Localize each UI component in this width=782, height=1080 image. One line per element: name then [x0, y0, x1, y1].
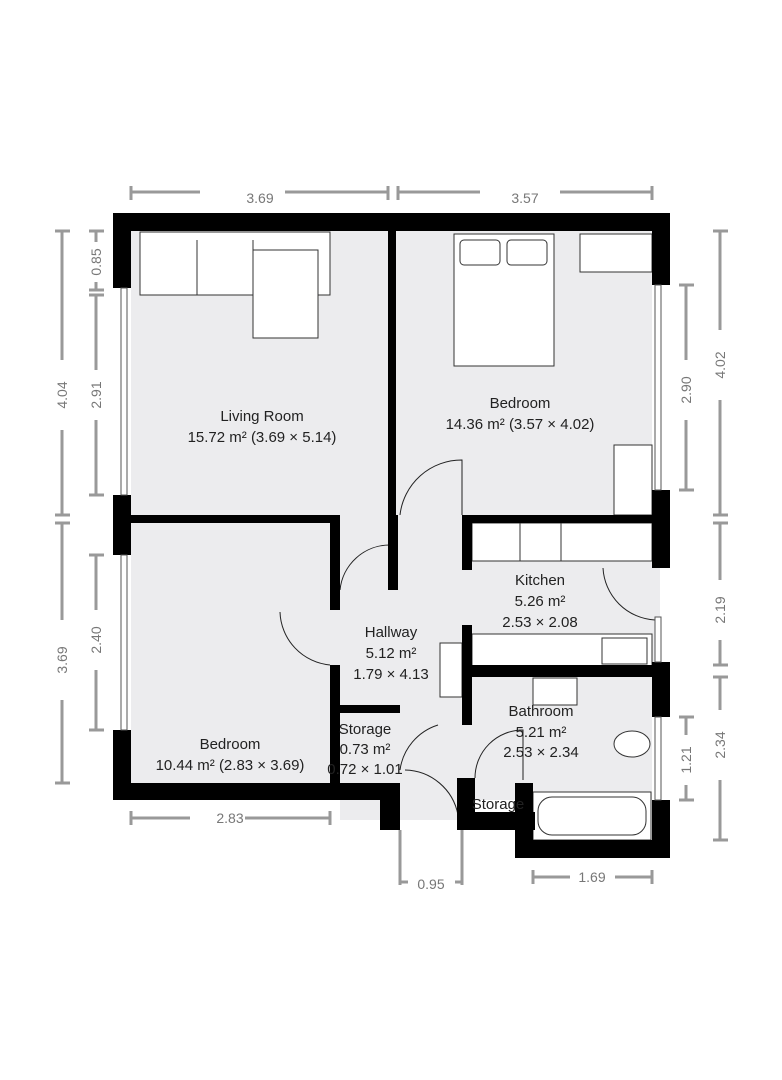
- storage-1-name: Storage: [339, 721, 392, 738]
- bedroom-2-name: Bedroom: [200, 736, 261, 753]
- kitchen-sink: [601, 637, 648, 665]
- hallway-dims: 1.79 × 4.13: [353, 666, 428, 683]
- dimension-lines: [55, 186, 728, 885]
- kitchen-counter-top: [471, 522, 653, 562]
- dim-left-404: 4.04: [54, 381, 70, 408]
- living-room-area: 15.72 m² (3.69 × 5.14): [188, 429, 337, 446]
- dim-left-240: 2.40: [88, 626, 104, 653]
- doors: [279, 459, 656, 816]
- dim-left-291: 2.91: [88, 381, 104, 408]
- dim-right-219: 2.19: [712, 596, 728, 623]
- stove: [519, 522, 562, 562]
- windows: [120, 284, 662, 801]
- dim-bottom-169: 1.69: [578, 869, 605, 885]
- bedroom-1-name: Bedroom: [490, 395, 551, 412]
- hallway-name: Hallway: [365, 624, 418, 641]
- bathroom-sink: [532, 677, 578, 706]
- dim-right-234: 2.34: [712, 731, 728, 758]
- dim-top-left: 3.69: [246, 190, 273, 206]
- dim-bottom-283: 2.83: [216, 810, 243, 826]
- toilet: [613, 730, 651, 758]
- kitchen-area: 5.26 m²: [515, 593, 566, 610]
- dim-right-402: 4.02: [712, 351, 728, 378]
- dim-left-369: 3.69: [54, 646, 70, 673]
- dim-bottom-095: 0.95: [417, 876, 444, 892]
- dim-right-121: 1.21: [678, 746, 694, 773]
- storage-1-area: 0.73 m²: [340, 741, 391, 758]
- furniture: [139, 231, 653, 841]
- dim-left-085: 0.85: [88, 248, 104, 275]
- kitchen-name: Kitchen: [515, 572, 565, 589]
- bathroom-area: 5.21 m²: [516, 724, 567, 741]
- sofa-chaise: [252, 249, 319, 339]
- desk: [613, 444, 653, 516]
- bathroom-dims: 2.53 × 2.34: [503, 744, 578, 761]
- dim-top-right: 3.57: [511, 190, 538, 206]
- bath-tub: [537, 796, 647, 836]
- dim-right-290: 2.90: [678, 376, 694, 403]
- wardrobe: [579, 233, 653, 273]
- cabinet: [439, 642, 463, 698]
- bedroom-2-area: 10.44 m² (2.83 × 3.69): [156, 757, 305, 774]
- living-room-name: Living Room: [220, 408, 303, 425]
- walls: [113, 213, 670, 858]
- storage-2-name: Storage: [472, 796, 525, 813]
- bathroom-name: Bathroom: [508, 703, 573, 720]
- hallway-area: 5.12 m²: [366, 645, 417, 662]
- bedroom-1-area: 14.36 m² (3.57 × 4.02): [446, 416, 595, 433]
- storage-1-dims: 0.72 × 1.01: [327, 761, 402, 778]
- kitchen-dims: 2.53 × 2.08: [502, 614, 577, 631]
